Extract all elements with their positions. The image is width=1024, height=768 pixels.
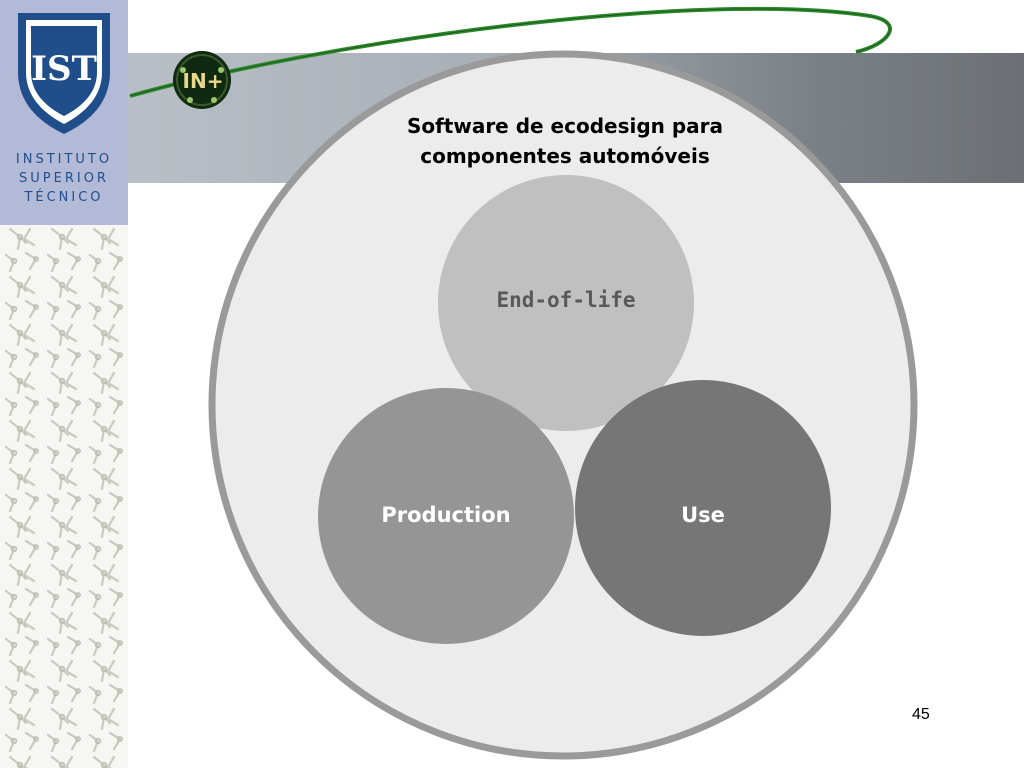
logo-line-3: TÉCNICO	[24, 190, 104, 205]
page-number: 45	[912, 706, 930, 723]
diagram-title-line-1: Software de ecodesign para	[406, 114, 724, 138]
logo-line-2: SUPERIOR	[19, 171, 109, 186]
shield-icon: IST	[18, 13, 110, 134]
logo-line-1: INSTITUTO	[15, 152, 113, 167]
use-circle	[575, 380, 831, 636]
production-label: Production	[381, 503, 511, 527]
production-circle	[318, 388, 574, 644]
use-label: Use	[681, 503, 725, 527]
end-of-life-circle	[438, 175, 694, 431]
diagram-title-line-2: componentes automóveis	[420, 144, 710, 168]
in-plus-badge-icon: IN+	[173, 51, 231, 109]
decorative-pattern	[0, 225, 128, 768]
logo-letters: IST	[31, 49, 97, 89]
institution-logo: IST INSTITUTO SUPERIOR TÉCNICO	[0, 0, 128, 225]
pattern-graphic	[0, 225, 128, 768]
end-of-life-label: End-of-life	[496, 288, 636, 312]
badge-text: IN+	[183, 69, 224, 93]
